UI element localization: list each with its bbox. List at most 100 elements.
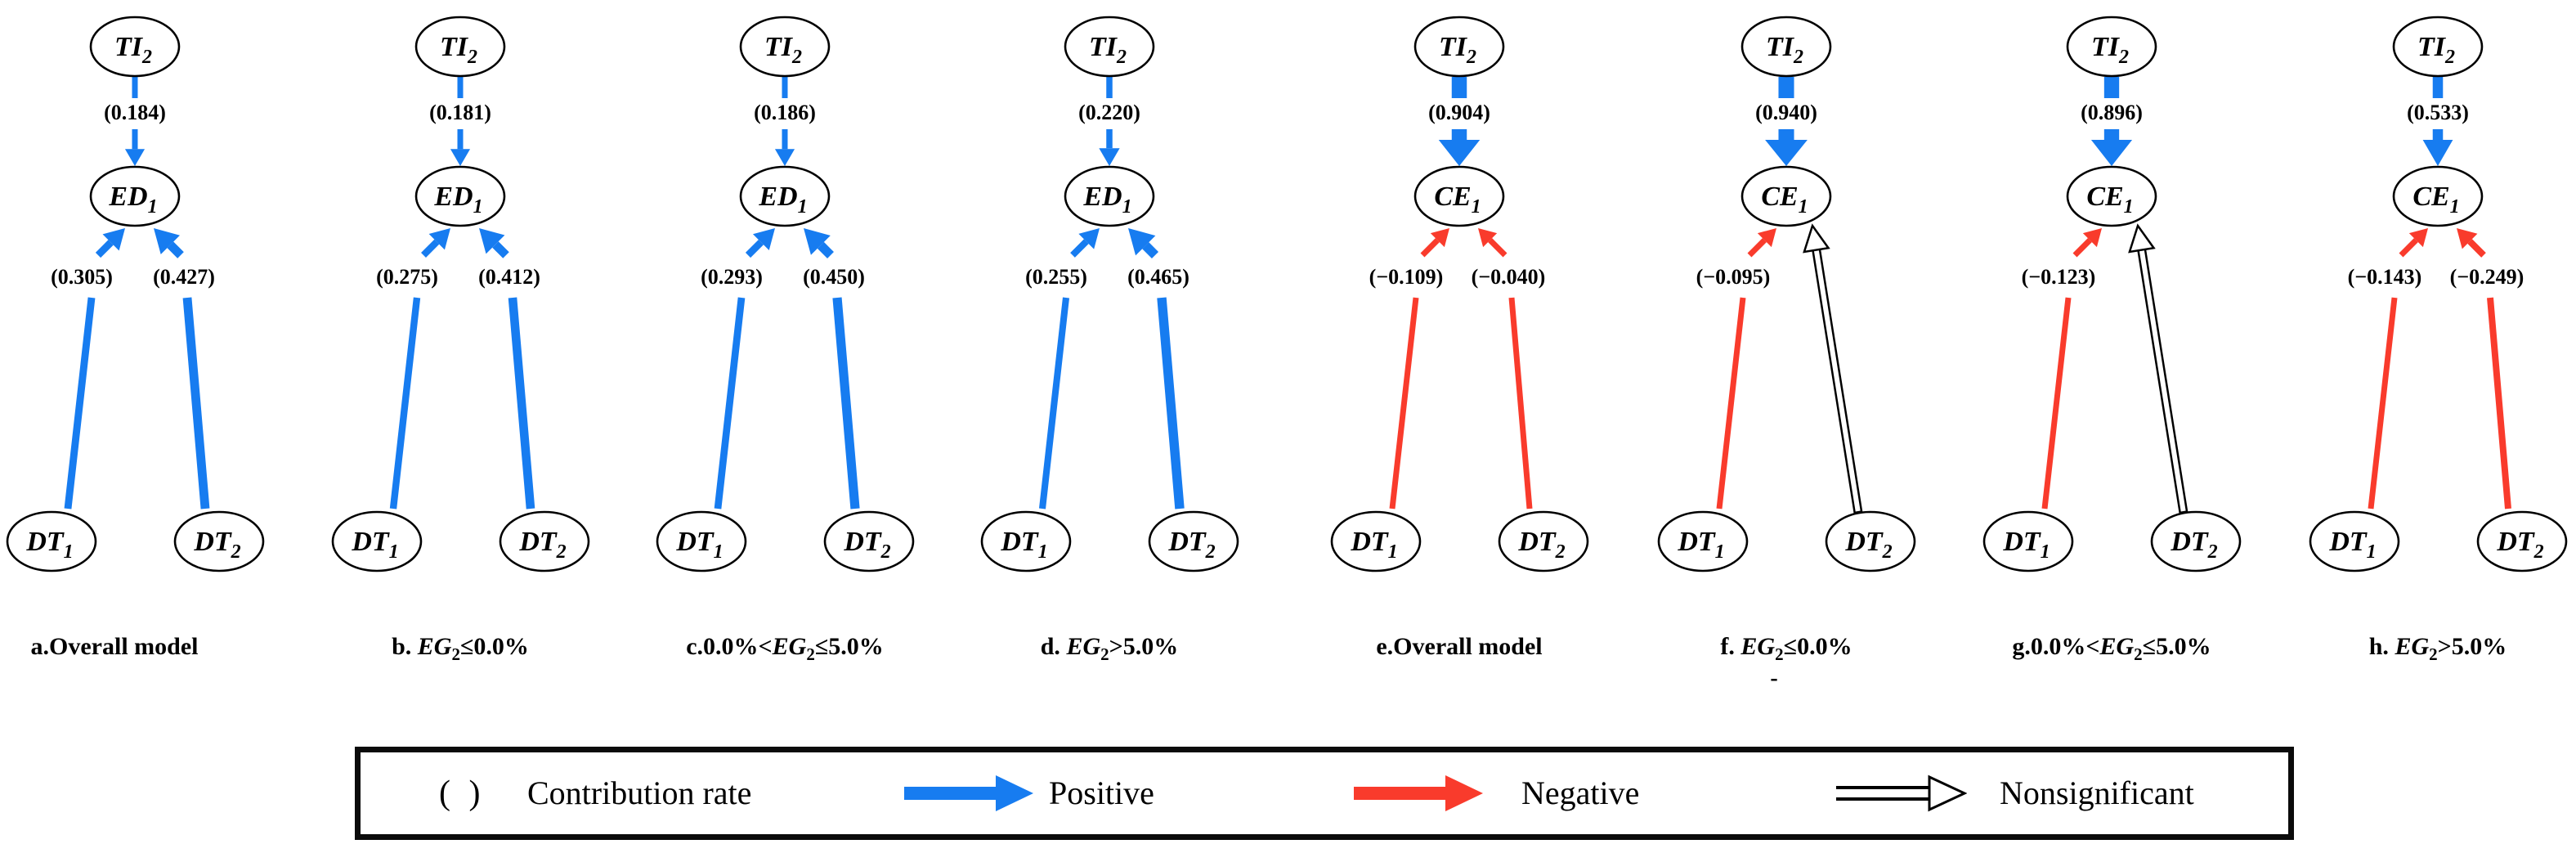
edge-segment xyxy=(1142,242,1159,259)
edge-segment xyxy=(2399,238,2418,258)
edge-value-label: (0.450) xyxy=(803,265,865,289)
edge-value-label: (−0.143) xyxy=(2348,265,2422,289)
node-left-label: DT1 xyxy=(2002,527,2050,563)
arrow-head xyxy=(1438,140,1481,166)
node-left-ellipse xyxy=(656,510,747,572)
node-right-label: DT2 xyxy=(1844,527,1892,563)
edge-value-label: (0.412) xyxy=(478,265,540,289)
negative-arrow-shaft xyxy=(1354,787,1447,800)
edge-segment xyxy=(1747,238,1767,258)
node-mid-label: ED1 xyxy=(1082,182,1131,218)
node-mid-label: CE1 xyxy=(2412,182,2459,218)
positive-arrow-head xyxy=(996,775,1033,811)
node-mid-label: CE1 xyxy=(2086,182,2133,218)
node-right-label: DT2 xyxy=(2170,527,2217,563)
edge-segment xyxy=(1389,297,1419,510)
edge-segment xyxy=(508,297,535,510)
arrow-head xyxy=(102,228,125,251)
edge-value-label: (0.255) xyxy=(1025,265,1087,289)
panel-caption: d. EG2>5.0% xyxy=(1041,633,1178,664)
edge-segment xyxy=(2041,297,2072,510)
edge-value-label: (0.186) xyxy=(754,101,816,124)
arrow-head xyxy=(2082,228,2102,248)
node-left-ellipse xyxy=(6,510,97,572)
node-right-label: DT2 xyxy=(193,527,240,563)
node-left-ellipse xyxy=(1982,510,2074,572)
node-mid-ellipse xyxy=(2066,165,2157,227)
panel-caption: b. EG2≤0.0% xyxy=(392,633,529,664)
edge-value-label: (−0.109) xyxy=(1369,265,1444,289)
arrow-head xyxy=(428,228,450,250)
edge-segment xyxy=(1813,249,1861,512)
node-mid-ellipse xyxy=(1413,165,1505,227)
arrow-head xyxy=(2422,140,2453,166)
edge-segment xyxy=(167,241,184,258)
arrow-head xyxy=(2090,140,2133,166)
node-top-label: TI2 xyxy=(440,32,477,68)
edge-segment xyxy=(745,240,764,258)
edge-value-label: (−0.123) xyxy=(2022,265,2096,289)
legend-box: ( ) Contribution rate Positive Negative … xyxy=(355,747,2294,840)
edge-segment xyxy=(2139,249,2186,512)
edge-value-label: (0.293) xyxy=(701,265,763,289)
node-top-ellipse xyxy=(1413,16,1505,78)
edge-segment xyxy=(2368,297,2398,510)
edge-value-label: (−0.249) xyxy=(2450,265,2524,289)
node-right-ellipse xyxy=(823,510,915,572)
edge-segment xyxy=(182,297,210,510)
node-top-label: TI2 xyxy=(1766,32,1803,68)
node-top-label: TI2 xyxy=(764,32,802,68)
node-right-ellipse xyxy=(1498,510,1589,572)
arrow-head xyxy=(2457,228,2478,249)
node-left-label: DT1 xyxy=(351,527,398,563)
node-left-ellipse xyxy=(2309,510,2400,572)
edge-value-label: (0.427) xyxy=(153,265,215,289)
edge-segment xyxy=(64,297,96,510)
arrow-head xyxy=(1128,228,1156,256)
arrow-head xyxy=(1078,228,1100,249)
edge-value-label: (0.904) xyxy=(1428,101,1490,124)
node-mid-label: CE1 xyxy=(1434,182,1481,218)
node-top-label: TI2 xyxy=(114,32,152,68)
arrow-head xyxy=(1099,148,1120,166)
panel-caption: f. EG2≤0.0% xyxy=(1720,633,1852,664)
edge-segment xyxy=(1070,239,1089,258)
arrow-head xyxy=(752,228,775,251)
arrow-head xyxy=(804,228,831,255)
node-mid-label: ED1 xyxy=(433,182,482,218)
node-left-label: DT1 xyxy=(25,527,73,563)
arrow-head xyxy=(124,149,146,166)
node-mid-label: CE1 xyxy=(1761,182,1808,218)
edge-segment xyxy=(389,297,421,510)
arrow-head xyxy=(2408,228,2428,248)
negative-label: Negative xyxy=(1521,774,1640,811)
edge-segment xyxy=(1508,297,1533,510)
edge-segment xyxy=(1420,238,1440,258)
node-right-ellipse xyxy=(1148,510,1239,572)
edge-value-label: (0.896) xyxy=(2081,101,2143,124)
node-mid-ellipse xyxy=(1064,165,1155,227)
edge-value-label: (0.184) xyxy=(104,101,166,124)
node-top-label: TI2 xyxy=(1089,32,1127,68)
edge-segment xyxy=(817,241,834,258)
node-top-ellipse xyxy=(89,16,181,78)
node-mid-label: ED1 xyxy=(108,182,157,218)
edge-value-label: (0.465) xyxy=(1127,265,1189,289)
node-right-ellipse xyxy=(2150,510,2242,572)
edge-value-label: (−0.095) xyxy=(1696,265,1771,289)
edge-segment xyxy=(2072,238,2092,258)
node-top-ellipse xyxy=(1740,16,1832,78)
edge-segment xyxy=(1716,297,1746,510)
node-top-label: TI2 xyxy=(2091,32,2129,68)
node-right-ellipse xyxy=(2476,510,2568,572)
nonsignificant-arrow-head xyxy=(1803,223,1830,254)
contribution-rate-label: Contribution rate xyxy=(527,774,752,811)
edge-value-label: (0.220) xyxy=(1078,101,1140,124)
edge-segment xyxy=(1488,238,1508,258)
node-right-label: DT2 xyxy=(1517,527,1565,563)
edge-segment xyxy=(421,239,440,258)
node-mid-ellipse xyxy=(2392,165,2484,227)
